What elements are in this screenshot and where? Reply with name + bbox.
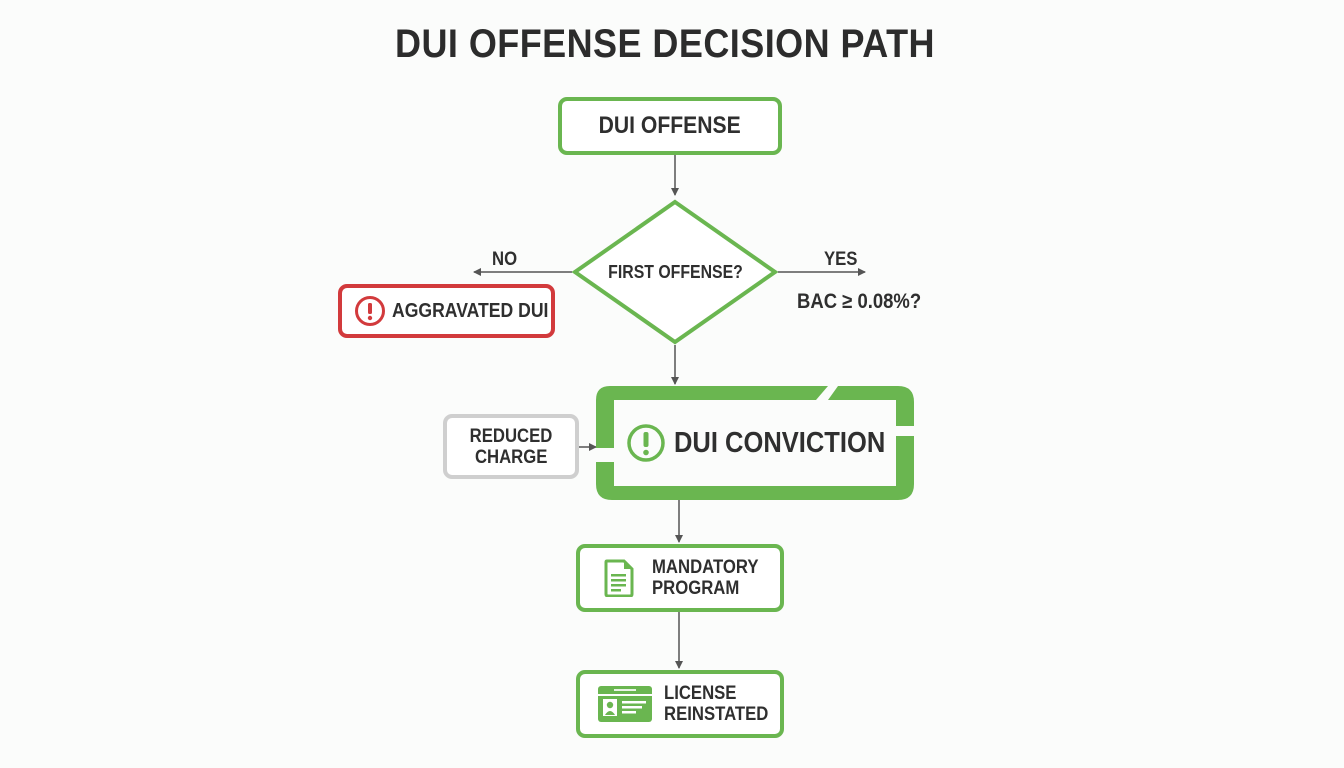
edge-label-no: NO (492, 249, 518, 270)
node-mandatory-program-line1: MANDATORY (652, 557, 759, 578)
node-dui-offense-label: DUI OFFENSE (599, 112, 741, 139)
node-reduced-charge-line1: REDUCED (469, 425, 553, 447)
conviction-frame (596, 386, 914, 500)
node-mandatory-program: MANDATORY PROGRAM (576, 544, 784, 612)
node-license-reinstated-line2: REINSTATED (664, 704, 769, 725)
diamond-shape (572, 199, 778, 345)
node-reduced-charge-line2: CHARGE (474, 446, 548, 468)
page-title: DUI OFFENSE DECISION PATH (395, 22, 935, 66)
node-aggravated-dui-label: AGGRAVATED DUI (392, 299, 549, 322)
node-first-offense-decision: FIRST OFFENSE? (572, 199, 778, 345)
alert-icon (354, 295, 386, 327)
decision-label: FIRST OFFENSE? (607, 261, 743, 282)
node-dui-offense: DUI OFFENSE (558, 97, 782, 155)
node-license-reinstated-line1: LICENSE (664, 683, 737, 704)
node-mandatory-program-line2: PROGRAM (652, 578, 740, 599)
edge-label-yes: YES (824, 249, 858, 270)
license-card-icon (598, 686, 652, 722)
node-license-reinstated: LICENSE REINSTATED (576, 670, 784, 738)
alert-icon (626, 423, 666, 463)
node-reduced-charge: REDUCED CHARGE (443, 414, 579, 479)
node-dui-conviction: DUI CONVICTION (596, 386, 914, 500)
node-aggravated-dui: AGGRAVATED DUI (338, 284, 555, 338)
document-icon (604, 559, 634, 597)
edge-label-bac-condition: BAC ≥ 0.08%? (797, 290, 922, 313)
node-dui-conviction-label: DUI CONVICTION (674, 426, 886, 459)
